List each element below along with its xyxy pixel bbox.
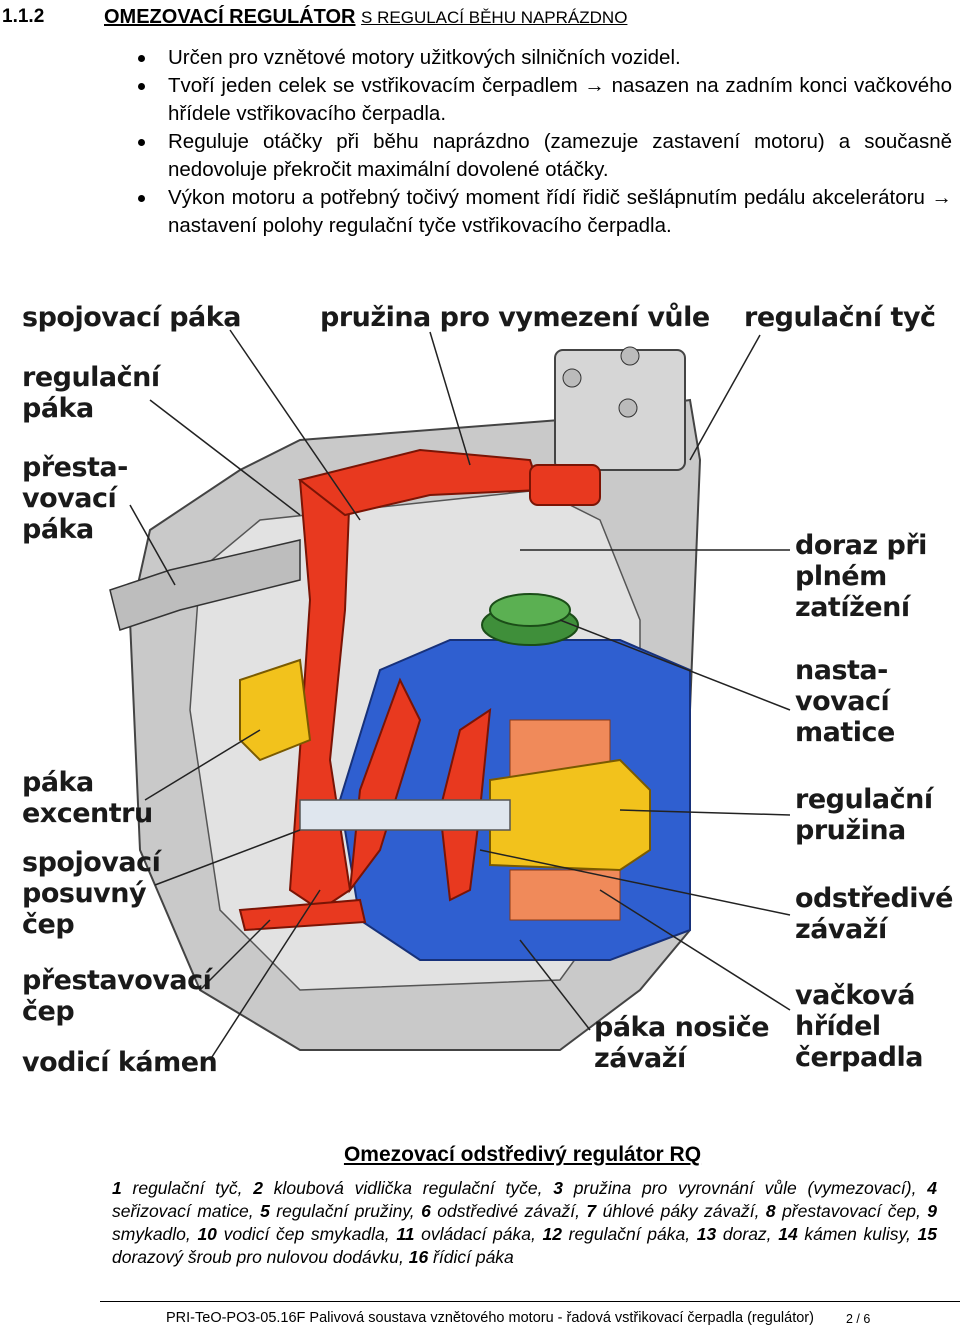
section-title-main: OMEZOVACÍ REGULÁTOR (104, 6, 356, 28)
regulator-illustration (109, 329, 791, 1061)
legend-text: řídicí páka (428, 1247, 514, 1267)
label-nastavovaci-matice: nasta- vovací matice (795, 655, 895, 748)
red-spring (529, 464, 601, 506)
label-vackova-hridel: vačková hřídel čerpadla (795, 980, 923, 1073)
label-paka-excentru: páka excentru (22, 767, 153, 829)
camshaft (299, 799, 511, 831)
yellow-spring-seat (489, 758, 651, 872)
leader-lines (129, 329, 791, 1061)
legend-text: regulační tyč, (121, 1178, 254, 1198)
yellow-eccentric-part (239, 658, 312, 762)
legend-number: 4 (927, 1178, 937, 1198)
regulator-cutaway-figure: spojovací páka pružina pro vymezení vůle… (0, 290, 960, 1090)
legend-text: vodicí čep smykadla, (216, 1224, 397, 1244)
label-regulacni-tyc: regulační tyč (744, 302, 936, 333)
legend-number: 5 (260, 1201, 270, 1221)
bolt (618, 398, 638, 418)
bullet-item: Tvoří jeden celek se vstřikovacím čerpad… (138, 72, 952, 128)
label-vodici-kamen: vodicí kámen (22, 1047, 218, 1078)
orange-inner-block (509, 869, 621, 921)
legend-number: 11 (396, 1224, 415, 1244)
legend-number: 6 (421, 1201, 431, 1221)
legend-number: 8 (765, 1201, 776, 1221)
legend-number: 7 (586, 1201, 597, 1221)
legend-text: úhlové páky závaží, (596, 1201, 766, 1221)
legend-text: regulační páka, (561, 1224, 697, 1244)
legend-number: 10 (197, 1224, 217, 1244)
label-spojovaci-paka: spojovací páka (22, 302, 241, 333)
page-number: 2 / 6 (846, 1312, 871, 1326)
footer-divider (100, 1301, 960, 1302)
legend-text: pružina pro vyrovnání vůle (vymezovací), (563, 1178, 928, 1198)
label-paka-nosice: páka nosiče závaží (594, 1012, 770, 1074)
section-title-sub: S REGULACÍ BĚHU NAPRÁZDNO (361, 8, 628, 27)
section-heading: 1.1.2 OMEZOVACÍ REGULÁTOR S REGULACÍ BĚH… (0, 6, 960, 32)
legend-number: 12 (542, 1224, 562, 1244)
legend-number: 2 (253, 1178, 264, 1198)
red-flyweight (348, 677, 422, 894)
label-regulacni-paka: regulační páka (22, 362, 160, 424)
legend-number: 13 (696, 1224, 717, 1244)
legend-text: doraz, (716, 1224, 779, 1244)
legend-text: přestavovací čep, (775, 1201, 928, 1221)
label-odstredive-zavazi: odstředivé závaží (795, 883, 953, 945)
legend-number: 15 (917, 1224, 938, 1244)
bullet-item: Určen pro vznětové motory užitkových sil… (138, 44, 952, 72)
footer-text: PRI-TeO-PO3-05.16F Palivová soustava vzn… (166, 1310, 814, 1326)
label-pruzina: pružina pro vymezení vůle (320, 302, 710, 333)
label-prestavovaci-paka: přesta- vovací páka (22, 452, 128, 545)
figure-caption-title: Omezovací odstředivý regulátor RQ (343, 1143, 702, 1166)
legend-text: smykadlo, (112, 1224, 198, 1244)
legend-text: ovládací páka, (414, 1224, 543, 1244)
left-linkage (109, 539, 301, 631)
bolt (562, 368, 582, 388)
section-number: 1.1.2 (2, 6, 45, 27)
legend-text: odstředivé závaží, (430, 1201, 587, 1221)
legend-text: kámen kulisy, (797, 1224, 918, 1244)
legend-number: 3 (553, 1178, 564, 1198)
legend-number: 14 (778, 1224, 798, 1244)
legend-number: 1 (112, 1178, 122, 1198)
bullet-item: Reguluje otáčky při běhu naprázdno (zame… (138, 128, 952, 184)
label-regulacni-pruzina: regulační pružina (795, 784, 933, 846)
legend-text: seřizovací matice, (112, 1201, 261, 1221)
red-adjusting-pin (238, 898, 367, 932)
label-prestavovaci-cep: přestavovací čep (22, 965, 212, 1027)
section-title: OMEZOVACÍ REGULÁTOR S REGULACÍ BĚHU NAPR… (104, 6, 627, 29)
legend-text: kloubová vidlička regulační tyče, (263, 1178, 554, 1198)
bolt (620, 346, 640, 366)
figure-legend: 1 regulační tyč, 2 kloubová vidlička reg… (112, 1177, 937, 1269)
legend-number: 16 (408, 1247, 429, 1267)
legend-text: regulační pružiny, (269, 1201, 422, 1221)
green-spring-top (489, 593, 571, 627)
legend-text: dorazový šroub pro nulovou dodávku, (112, 1247, 409, 1267)
legend-number: 9 (927, 1201, 937, 1221)
bullet-item: Výkon motoru a potřebný točivý moment ří… (138, 184, 952, 240)
label-doraz: doraz při plném zatížení (795, 530, 927, 623)
label-spojovaci-cep: spojovací posuvný čep (22, 847, 161, 940)
bullet-list: Určen pro vznětové motory užitkových sil… (138, 44, 952, 240)
